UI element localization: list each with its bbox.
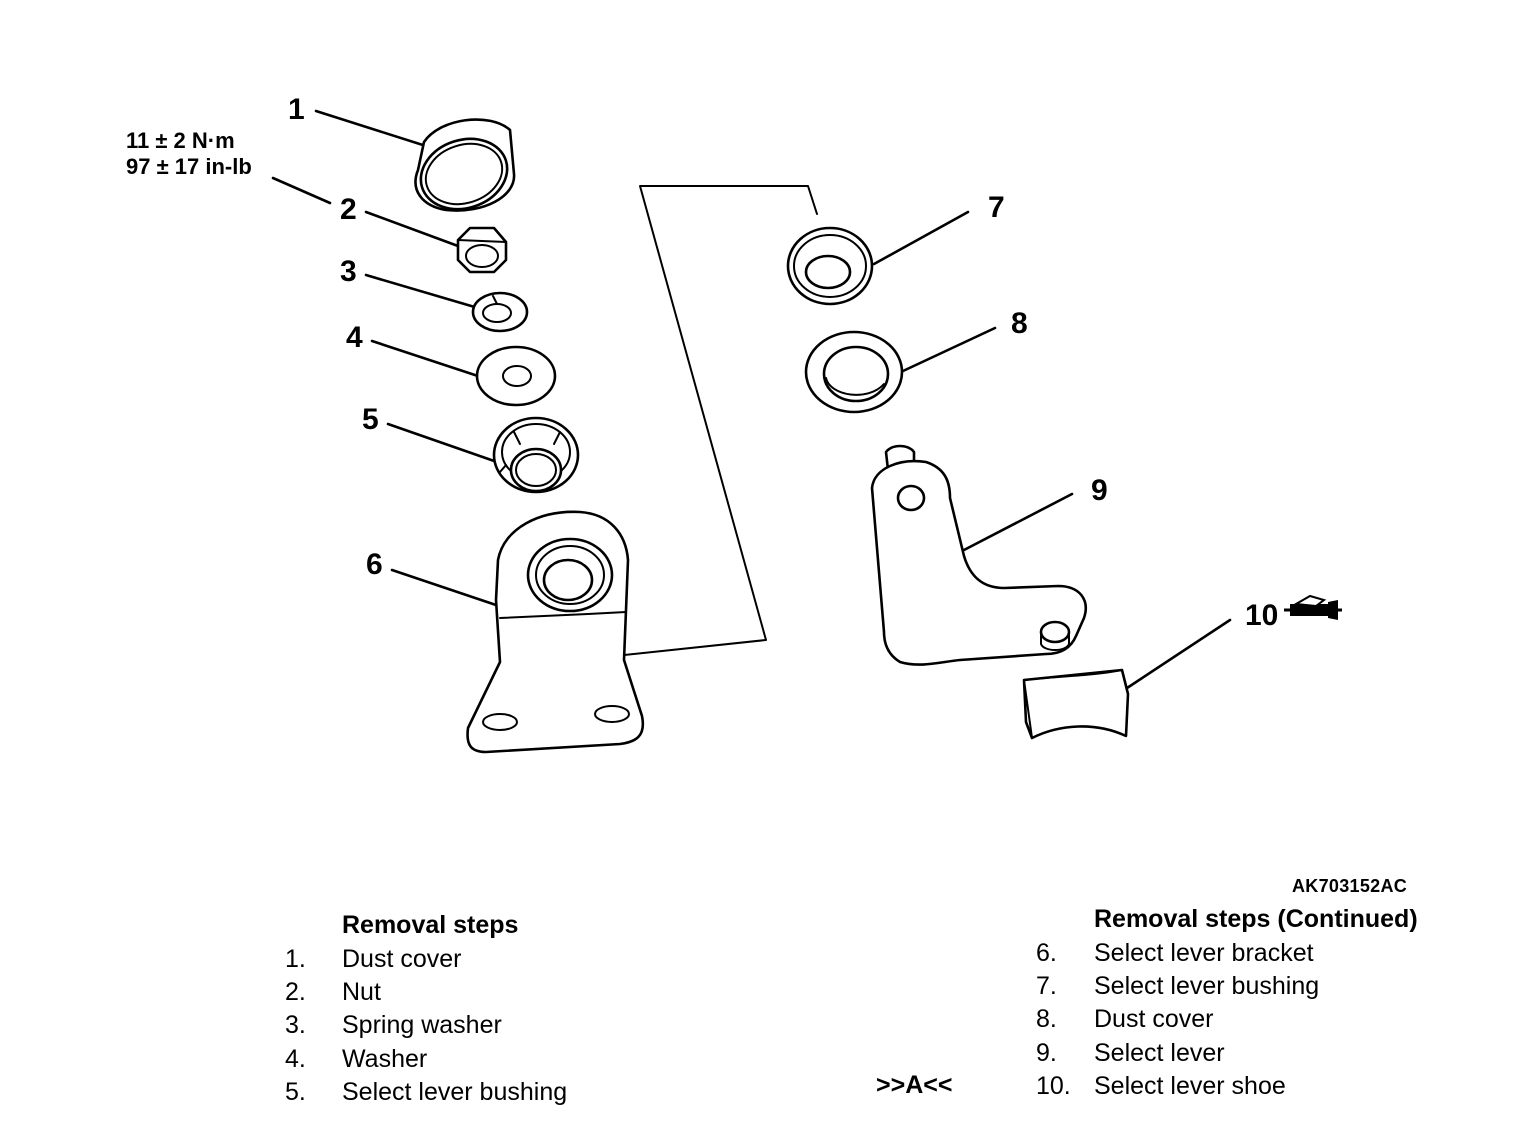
callout-3: 3 [340, 255, 357, 288]
leader-5 [386, 422, 499, 464]
select-lever-bushing-7-part [786, 226, 874, 306]
step-number: 6. [1036, 939, 1057, 967]
step-number: 8. [1036, 1005, 1057, 1033]
step-label: Select lever [1094, 1039, 1225, 1067]
callout-7: 7 [988, 191, 1005, 224]
callout-2: 2 [340, 193, 357, 226]
leader-7 [872, 210, 970, 266]
step-label: Select lever shoe [1094, 1072, 1286, 1100]
washer-part [475, 345, 557, 407]
leader-10 [1122, 618, 1232, 692]
step-number: 5. [285, 1078, 306, 1106]
leader-8 [901, 326, 997, 373]
step-label: Dust cover [1094, 1005, 1214, 1033]
leader-2 [364, 210, 460, 248]
leader-3 [364, 273, 480, 310]
step-number: 3. [285, 1011, 306, 1039]
callout-1: 1 [288, 93, 305, 126]
leader-6 [390, 568, 498, 607]
step-number: 1. [285, 945, 306, 973]
removal-steps-continued-heading: Removal steps (Continued) [1094, 905, 1418, 933]
dust-cover-1-part [414, 118, 516, 212]
exploded-parts-diagram: 11 ± 2 N·m 97 ± 17 in-lb 1 2 3 4 5 6 7 8… [126, 93, 1342, 754]
step-number: 4. [285, 1045, 306, 1073]
select-lever-part [870, 444, 1087, 666]
spring-washer-part [471, 291, 529, 333]
leader-9 [962, 492, 1074, 552]
nut-part [456, 226, 508, 274]
callout-9: 9 [1091, 474, 1108, 507]
step-label: Spring washer [342, 1011, 502, 1039]
step-number: 2. [285, 978, 306, 1006]
torque-spec-inlb: 97 ± 17 in-lb [126, 154, 252, 179]
dust-cover-8-part [804, 330, 904, 414]
step-number: 7. [1036, 972, 1057, 1000]
grease-gun-icon [1284, 594, 1342, 620]
callout-4: 4 [346, 321, 363, 354]
assembly-bracket-line [595, 185, 818, 659]
removal-steps-heading: Removal steps [342, 911, 519, 939]
callout-8: 8 [1011, 307, 1028, 340]
select-lever-bushing-5-part [492, 416, 580, 494]
callout-5: 5 [362, 403, 379, 436]
illustration-code: AK703152AC [1292, 876, 1408, 896]
select-lever-shoe-part [1022, 668, 1130, 740]
step-number: 9. [1036, 1039, 1057, 1067]
select-lever-bracket-part [466, 510, 645, 754]
leader-torque [271, 176, 332, 205]
step-label: Select lever bushing [342, 1078, 568, 1106]
torque-spec-nm: 11 ± 2 N·m [126, 128, 235, 153]
callout-6: 6 [366, 548, 383, 581]
callout-10: 10 [1245, 599, 1278, 632]
procedure-reference-note: >>A<< [876, 1071, 953, 1099]
leader-4 [370, 339, 486, 380]
step-label: Washer [342, 1045, 428, 1073]
step-label: Dust cover [342, 945, 462, 973]
step-label: Select lever bracket [1094, 939, 1314, 967]
step-number: 10. [1036, 1072, 1071, 1100]
step-label: Nut [342, 978, 381, 1006]
step-label: Select lever bushing [1094, 972, 1320, 1000]
leader-1 [314, 109, 428, 148]
